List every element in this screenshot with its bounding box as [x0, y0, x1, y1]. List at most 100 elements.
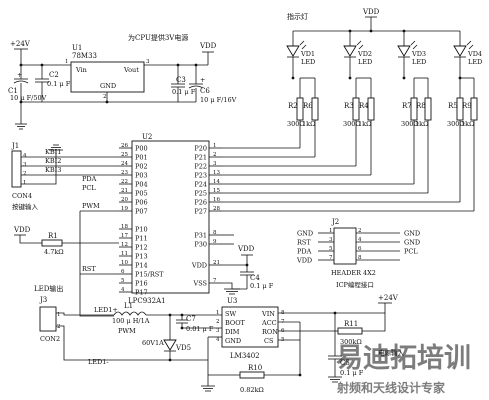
vd5-rating: 60V1A: [142, 339, 164, 347]
j3-con2: CON2: [40, 335, 60, 343]
net-pda: PDA: [82, 175, 97, 183]
svg-text:2: 2: [57, 324, 61, 330]
j1-pin-number: 4: [23, 153, 27, 159]
j1-pin-number: 1: [23, 180, 27, 186]
resistor-ref-r5: R5: [448, 102, 458, 110]
watermark-sub: 射频和天线设计专家: [336, 380, 446, 395]
u3-sw: SW: [225, 310, 236, 318]
u2-left-pin-name: P17: [135, 288, 148, 296]
j2-left-signal: GND: [297, 229, 313, 237]
c2-value: 0.1 μ F: [47, 80, 71, 88]
led-ref-4: VD4: [467, 50, 482, 58]
u1-vout: Vout: [123, 66, 139, 74]
c6-ref: C6: [200, 87, 210, 95]
u1-part: 78M33: [72, 52, 97, 60]
led-type-1: LED: [301, 58, 315, 66]
c1-value: 10 μ F/50V: [10, 94, 47, 102]
net-rst-left: RST: [82, 265, 96, 273]
j2-icp-label: ICP编程接口: [336, 280, 374, 289]
c3-ref: C3: [176, 76, 186, 84]
j1-pin-number: 2: [23, 171, 27, 177]
net-kbi1: KBI1: [45, 148, 61, 156]
power-input-label: 电源输入: [378, 348, 405, 357]
c4-value: 0.1 μ F: [250, 282, 274, 290]
u2-left-pin-name: P02: [135, 162, 148, 170]
u1-pin1: 1: [65, 59, 69, 65]
u1-pin3: 3: [146, 59, 150, 65]
indicator-label: 指示灯: [287, 12, 308, 21]
r1-ref: R1: [48, 232, 58, 240]
u2-left-pin-number: 10: [121, 260, 128, 266]
resistor-body: [470, 97, 478, 121]
led-output-label: LED输出: [34, 284, 63, 293]
u1-pin2: 2: [103, 94, 107, 100]
net-pwm-driver: PWM: [118, 327, 136, 335]
led-ref-1: VD1: [300, 50, 315, 58]
u2-left-pin-number: 21: [121, 188, 128, 194]
resistor-value-r9: 1kΩ: [461, 120, 474, 128]
net-kbi3: KBI3: [45, 166, 61, 174]
vd5-diode: [163, 339, 177, 351]
u2-part: LPC932A1: [128, 297, 166, 305]
j2-left-signal: PDA: [297, 247, 312, 255]
u3-left-pin-number: 2: [216, 319, 220, 325]
svg-text:+: +: [17, 71, 22, 79]
u2-left-pin-number: 20: [121, 197, 128, 203]
r11-body: [337, 327, 363, 335]
u2-left-pin-number: 26: [121, 143, 128, 149]
resistor-ref-r8: R8: [416, 102, 426, 110]
u3-left-pin-number: 3: [216, 328, 220, 334]
led-ref-2: VD2: [357, 50, 372, 58]
u2-right-pin-name: P22: [194, 162, 207, 170]
vd5-ref: VD5: [175, 344, 191, 352]
net-led-plus: LED1+: [94, 306, 118, 314]
net-led-minus: LED1-: [88, 358, 109, 366]
u2-right-pin-name: VDD: [191, 261, 207, 269]
watermark: 易迪拓培训 射频和天线设计专家: [336, 343, 471, 395]
j2-right-pin-number: 4: [358, 237, 362, 243]
j2-right-pin-number: 2: [358, 228, 362, 234]
c6-value: 10 μ F/16V: [200, 96, 237, 104]
resistor-value-r8: 1kΩ: [415, 120, 428, 128]
u3-acc: ACC: [261, 319, 277, 327]
resistor-value-r2: 300Ω: [287, 120, 305, 128]
u2-right-pin-number: 8: [213, 230, 217, 236]
u2-left-pin-number: 11: [121, 251, 128, 257]
j2-right-pin-number: 8: [358, 255, 362, 261]
led-diode-symbol: [453, 45, 467, 57]
vdd-led-rail-label: VDD: [362, 8, 380, 16]
u2-right-pin-number: 15: [213, 188, 220, 194]
j1-key-input-label: 按键输入: [12, 202, 39, 211]
j2-left-pin-number: 3: [329, 237, 333, 243]
resistor-value-r4: 1kΩ: [358, 120, 371, 128]
c4-ref: C4: [250, 274, 260, 282]
j2-right-pin-number: 6: [358, 246, 362, 252]
r1-value: 4.7kΩ: [44, 248, 64, 256]
j2-right-signal: PCL: [404, 247, 418, 255]
u2-right-pin-name: VSS: [193, 279, 208, 287]
led-type-4: LED: [468, 58, 482, 66]
c5-value: 0.1 μ F: [340, 369, 364, 377]
watermark-main: 易迪拓培训: [336, 343, 471, 374]
u2-right-pin-number: 9: [213, 239, 217, 245]
j2-left-pin-number: 7: [329, 255, 333, 261]
j2-ref: J2: [331, 218, 339, 226]
resistor-ref-r3: R3: [344, 102, 354, 110]
resistor-value-r6: 1kΩ: [302, 120, 315, 128]
u2-left-pin-number: 6: [121, 269, 125, 275]
u3-left-pin-number: 4: [216, 337, 220, 343]
u2-left-pin-name: P07: [135, 207, 148, 215]
net-pcl: PCL: [82, 184, 96, 192]
led-ref-3: VD3: [411, 50, 426, 58]
r10-value: 0.82kΩ: [240, 386, 264, 394]
resistor-ref-r2: R2: [288, 102, 298, 110]
r10-body: [239, 371, 265, 379]
resistor-body: [367, 97, 375, 121]
u3-vin: VIN: [261, 310, 275, 318]
j2-header-label: HEADER 4X2: [331, 269, 376, 277]
